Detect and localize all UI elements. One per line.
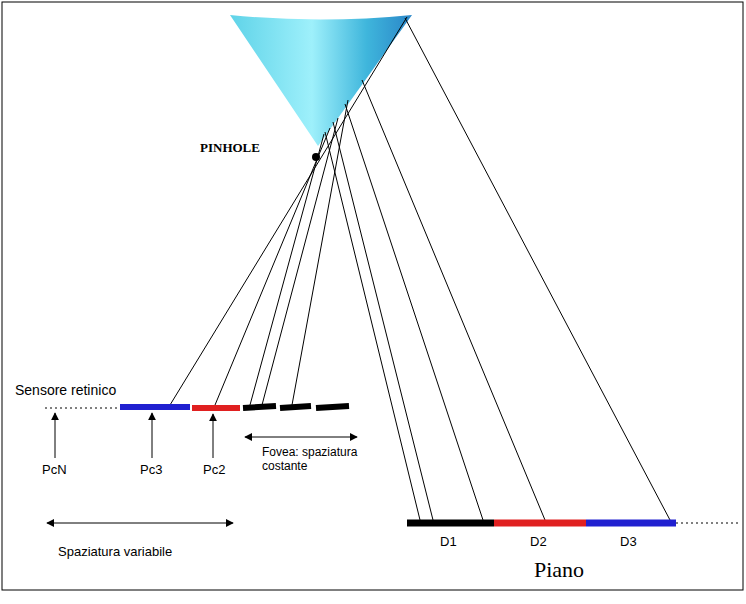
plane-segments bbox=[407, 520, 676, 527]
photocell-label: Pc3 bbox=[140, 463, 162, 478]
segment-label: D2 bbox=[530, 535, 547, 550]
pointer-arrows bbox=[47, 413, 357, 523]
frame bbox=[2, 2, 743, 590]
spacing-label: Spaziatura variabile bbox=[58, 545, 172, 560]
fovea-label: Fovea: spaziatura costante bbox=[262, 446, 382, 474]
pinhole-label: PINHOLE bbox=[200, 141, 260, 156]
sensor-dotted bbox=[45, 408, 120, 409]
sensor-label: Sensore retinico bbox=[15, 382, 116, 398]
plane-dotted bbox=[676, 523, 740, 524]
projection-rays bbox=[170, 17, 670, 520]
segment-label: D1 bbox=[440, 535, 457, 550]
segment-label: D3 bbox=[620, 535, 637, 550]
pinhole-dot bbox=[312, 153, 320, 161]
plane-label: Piano bbox=[534, 557, 584, 582]
photocell-label: PcN bbox=[42, 463, 67, 478]
sensor-pixels bbox=[120, 406, 349, 408]
cone-object bbox=[230, 15, 412, 146]
photocell-label: Pc2 bbox=[203, 463, 225, 478]
